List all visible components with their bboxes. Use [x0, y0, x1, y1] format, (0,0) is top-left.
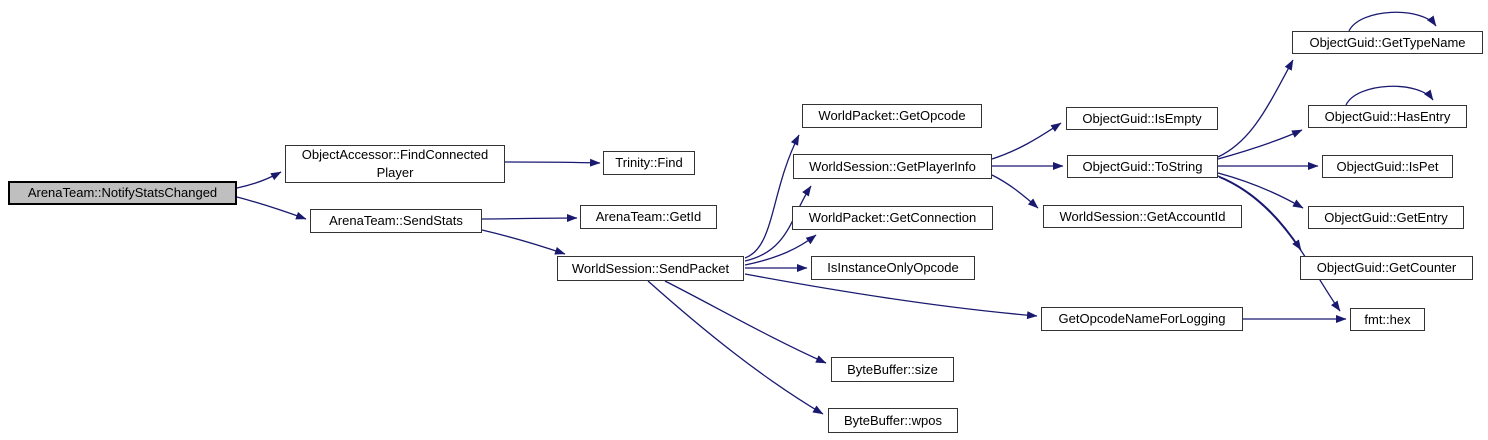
node-fmt-hex[interactable]: fmt::hex	[1350, 308, 1425, 331]
edge-gettypename-self-loop	[1348, 11, 1437, 32]
node-label: Player	[376, 165, 414, 180]
node-objectguid-isempty[interactable]: ObjectGuid::IsEmpty	[1066, 107, 1218, 130]
node-arenateam-getid[interactable]: ArenaTeam::GetId	[580, 205, 717, 229]
node-worldsession-getaccountid[interactable]: WorldSession::GetAccountId	[1043, 205, 1242, 228]
node-label: ArenaTeam::SendStats	[329, 213, 463, 229]
edge-sendpacket-bytebufferwpos	[647, 280, 824, 415]
edge-sendpacket-getplayerinfo	[744, 185, 812, 262]
node-label: ObjectGuid::ToString	[1082, 158, 1203, 174]
node-label: ObjectGuid::IsEmpty	[1082, 110, 1202, 126]
node-label: WorldSession::SendPacket	[571, 260, 730, 276]
node-worldsession-sendpacket[interactable]: WorldSession::SendPacket	[557, 256, 744, 281]
node-arenateam-sendstats[interactable]: ArenaTeam::SendStats	[310, 209, 482, 233]
edge-tostring-getentry	[1217, 172, 1304, 209]
edge-tostring-gettypename	[1217, 59, 1294, 158]
node-label: ByteBuffer::wpos	[843, 412, 943, 428]
node-label: ObjectGuid::HasEntry	[1324, 108, 1451, 124]
node-bytebuffer-wpos[interactable]: ByteBuffer::wpos	[828, 408, 958, 433]
node-isinstanceonlyopcode[interactable]: IsInstanceOnlyOpcode	[811, 256, 975, 280]
node-worldpacket-getopcode[interactable]: WorldPacket::GetOpcode	[802, 104, 982, 128]
node-label: ObjectAccessor::FindConnected	[301, 147, 489, 163]
node-label: WorldSession::GetPlayerInfo	[809, 158, 976, 174]
node-label: WorldPacket::GetOpcode	[818, 108, 966, 124]
node-arenateam-notifystatschanged: ArenaTeam::NotifyStatsChanged	[8, 181, 237, 205]
node-worldsession-getplayerinfo[interactable]: WorldSession::GetPlayerInfo	[793, 154, 992, 179]
node-objectguid-getentry[interactable]: ObjectGuid::GetEntry	[1308, 206, 1464, 229]
node-label: ArenaTeam::GetId	[595, 209, 702, 225]
node-label: ObjectGuid::GetCounter	[1316, 260, 1457, 276]
edge-notifystatschanged-sendstats	[236, 196, 307, 220]
node-trinity-find[interactable]: Trinity::Find	[603, 151, 695, 175]
edge-getplayerinfo-getaccountid	[991, 174, 1039, 209]
node-objectguid-hasentry[interactable]: ObjectGuid::HasEntry	[1308, 105, 1467, 128]
edge-sendpacket-bytebuffersize	[664, 280, 827, 364]
node-label: IsInstanceOnlyOpcode	[827, 260, 959, 276]
edge-tostring-hasentry	[1217, 129, 1303, 160]
edge-getplayerinfo-isempty	[991, 122, 1062, 160]
node-label: WorldSession::GetAccountId	[1059, 208, 1226, 224]
node-label: ObjectGuid::IsPet	[1336, 158, 1439, 174]
node-objectaccessor-findconnectedplayer[interactable]: ObjectAccessor::FindConnected Player	[285, 145, 505, 183]
edge-sendstats-sendpacket	[481, 229, 566, 255]
edge-sendpacket-getopcodenameforlogging	[744, 273, 1038, 320]
edge-tostring-fmthex	[1218, 176, 1341, 312]
node-bytebuffer-size[interactable]: ByteBuffer::size	[831, 357, 954, 382]
node-label: WorldPacket::GetConnection	[808, 210, 977, 226]
node-objectguid-gettypename[interactable]: ObjectGuid::GetTypeName	[1292, 31, 1483, 54]
edge-notifystatschanged-findconnectedplayer	[236, 171, 282, 189]
node-label: fmt::hex	[1364, 311, 1411, 327]
node-objectguid-ispet[interactable]: ObjectGuid::IsPet	[1322, 155, 1453, 178]
edge-sendstats-getid	[481, 214, 578, 223]
node-label: ByteBuffer::size	[847, 361, 938, 377]
node-label: ObjectGuid::GetEntry	[1324, 209, 1448, 225]
node-objectguid-tostring[interactable]: ObjectGuid::ToString	[1067, 155, 1218, 178]
edge-hasentry-self-loop	[1345, 85, 1434, 106]
node-getopcodenameforlogging[interactable]: GetOpcodeNameForLogging	[1041, 307, 1243, 331]
edge-sendpacket-getopcode	[744, 134, 800, 259]
node-objectguid-getcounter[interactable]: ObjectGuid::GetCounter	[1300, 256, 1473, 280]
node-label: ObjectGuid::GetTypeName	[1309, 34, 1466, 50]
node-label: Trinity::Find	[615, 155, 683, 171]
edge-findconnectedplayer-trinityfind	[504, 158, 601, 167]
node-worldpacket-getconnection[interactable]: WorldPacket::GetConnection	[792, 206, 993, 230]
node-label: ArenaTeam::NotifyStatsChanged	[27, 185, 218, 201]
edge-sendpacket-getconnection	[744, 234, 817, 266]
node-label: GetOpcodeNameForLogging	[1058, 311, 1226, 327]
